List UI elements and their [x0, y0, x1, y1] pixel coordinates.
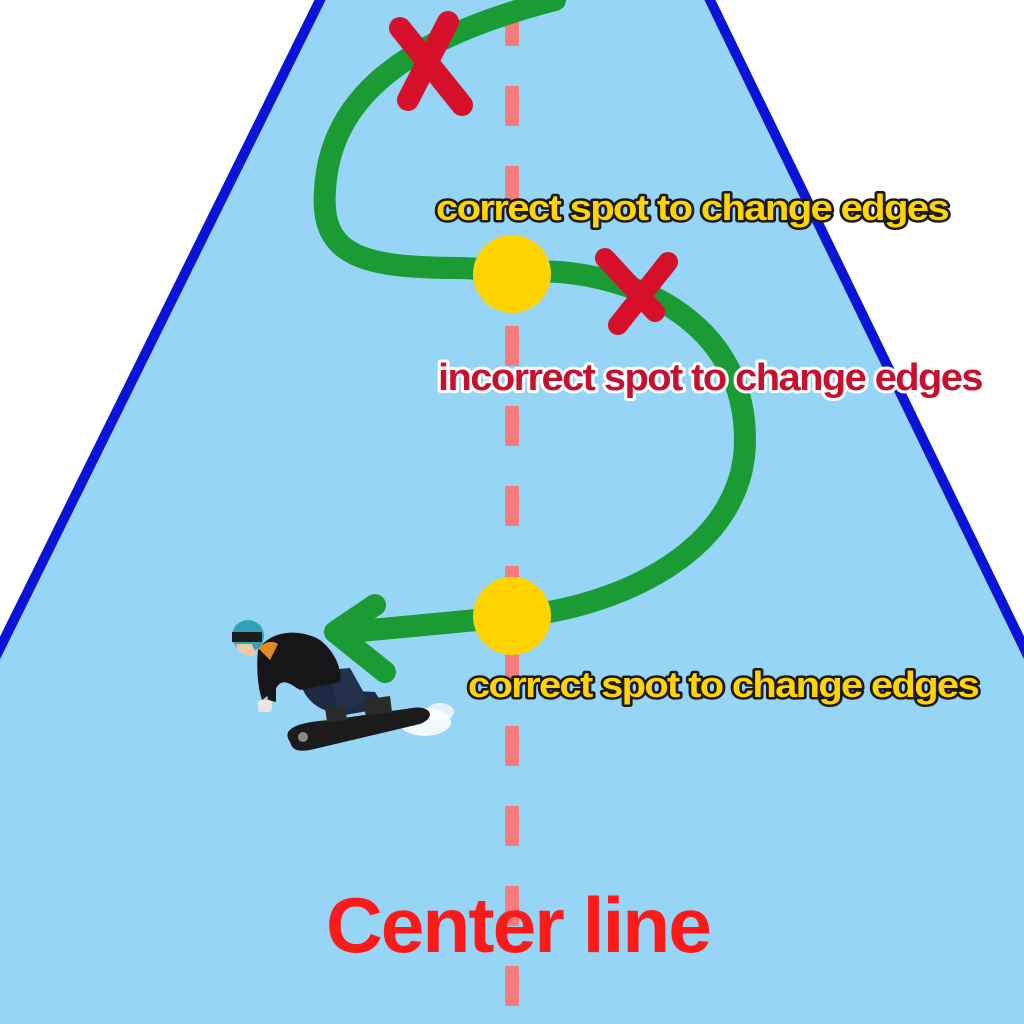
snowboarder-icon [232, 620, 454, 751]
incorrect-label: incorrect spot to change edges [438, 357, 982, 399]
arrow-left-icon [324, 594, 396, 683]
center-line-title: Center line [326, 881, 710, 969]
incorrect-marker-middle [595, 248, 678, 335]
correct-marker-top [473, 235, 551, 313]
snowboard-path [313, 0, 756, 643]
slope-right-edge [704, 0, 1024, 659]
correct-label-bottom: correct spot to change edges [468, 664, 979, 705]
slope-left-edge [0, 0, 326, 659]
correct-marker-bottom [473, 577, 551, 655]
correct-label-top: correct spot to change edges [436, 187, 949, 228]
incorrect-marker-top [389, 11, 473, 116]
